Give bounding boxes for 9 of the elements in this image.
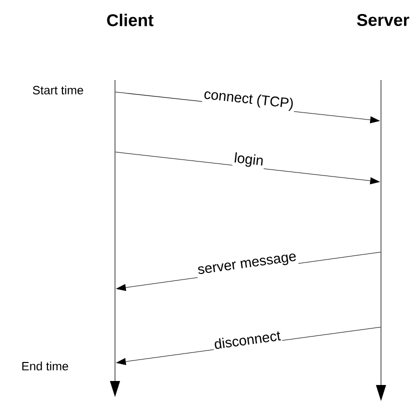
participant-heading: Server <box>357 14 410 26</box>
edge-label: login <box>232 151 266 170</box>
edge-label: disconnect <box>212 329 282 350</box>
participant-heading: Client <box>107 14 154 26</box>
message-arrow <box>115 152 380 184</box>
edge-label: connect (TCP) <box>202 87 296 112</box>
time-label: Start time <box>32 86 84 94</box>
edge-label: server message <box>196 252 298 278</box>
time-label: End time <box>22 362 68 370</box>
